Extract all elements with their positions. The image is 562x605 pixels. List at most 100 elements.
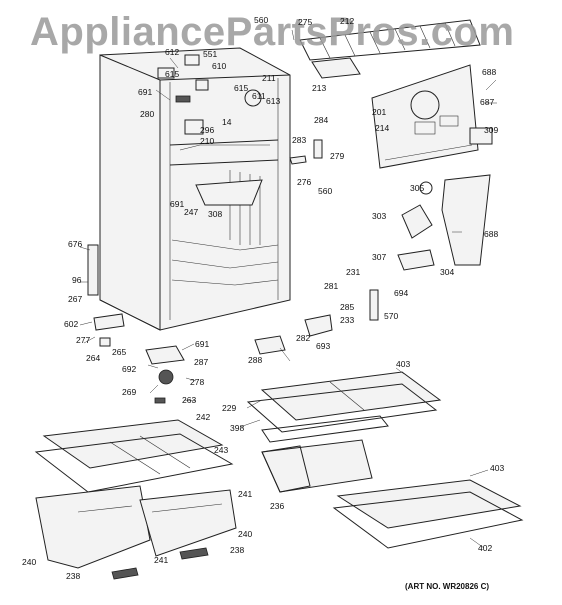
leader-line <box>246 399 263 409</box>
part-label-265: 265 <box>112 347 127 357</box>
part-label-308: 308 <box>208 209 223 219</box>
leader-line <box>185 377 197 382</box>
part-label-241: 241 <box>238 489 253 499</box>
rear-wall-panel <box>371 64 479 169</box>
part-label-231: 231 <box>346 267 361 277</box>
part-label-692: 692 <box>122 364 137 374</box>
leader-line <box>485 79 497 91</box>
part-label-303: 303 <box>372 211 387 221</box>
leader-line <box>79 321 93 326</box>
part-label-611: 611 <box>252 91 266 101</box>
part-label-694: 694 <box>394 288 409 298</box>
part-label-283: 283 <box>292 135 307 145</box>
part-label-288: 288 <box>248 355 263 365</box>
part-label-263: 263 <box>182 395 197 405</box>
art-number: (ART NO. WR20826 C) <box>405 582 490 591</box>
part-label-287: 287 <box>194 357 209 367</box>
part-label-279: 279 <box>330 151 345 161</box>
part-label-201: 201 <box>372 107 387 117</box>
part-label-243: 243 <box>214 445 229 455</box>
part-label-610: 610 <box>212 61 227 71</box>
leader-line <box>183 399 197 402</box>
part-label-213: 213 <box>312 83 327 93</box>
part-label-276: 276 <box>297 177 312 187</box>
part-label-688: 688 <box>484 229 499 239</box>
part-label-277: 277 <box>76 335 91 345</box>
part-label-307: 307 <box>372 252 387 262</box>
part-label-267: 267 <box>68 294 83 304</box>
leader-line <box>279 347 291 362</box>
part-label-14: 14 <box>222 117 232 127</box>
part-label-398: 398 <box>230 423 245 433</box>
crisper-drawers <box>35 485 237 580</box>
crisper-cover <box>34 419 234 493</box>
part-label-402: 402 <box>478 543 493 553</box>
part-label-212: 212 <box>340 16 355 26</box>
part-label-403: 403 <box>396 359 411 369</box>
part-label-687: 687 <box>480 97 495 107</box>
meat-pan-drawer <box>261 439 373 493</box>
part-label-238: 238 <box>230 545 245 555</box>
part-label-570: 570 <box>384 311 399 321</box>
leader-line <box>469 469 489 477</box>
part-label-269: 269 <box>122 387 137 397</box>
part-label-241: 241 <box>154 555 169 565</box>
part-label-615: 615 <box>234 83 249 93</box>
part-label-240: 240 <box>22 557 37 567</box>
part-label-282: 282 <box>296 333 311 343</box>
part-label-602: 602 <box>64 319 79 329</box>
part-label-615: 615 <box>165 69 180 79</box>
part-label-403: 403 <box>490 463 505 473</box>
part-label-305: 305 <box>410 183 425 193</box>
part-label-691: 691 <box>170 199 185 209</box>
part-label-229: 229 <box>222 403 237 413</box>
part-label-691: 691 <box>195 339 210 349</box>
leader-line <box>149 384 159 394</box>
part-label-278: 278 <box>190 377 205 387</box>
part-label-264: 264 <box>86 353 101 363</box>
leader-line <box>239 419 261 428</box>
part-label-233: 233 <box>340 315 355 325</box>
part-label-236: 236 <box>270 501 285 511</box>
part-label-285: 285 <box>340 302 355 312</box>
leader-line <box>395 367 405 375</box>
part-label-693: 693 <box>316 341 331 351</box>
part-label-676: 676 <box>68 239 83 249</box>
part-label-238: 238 <box>66 571 81 581</box>
air-duct-assembly <box>397 127 493 271</box>
part-label-691: 691 <box>138 87 153 97</box>
part-label-210: 210 <box>200 136 215 146</box>
part-label-551: 551 <box>203 49 218 59</box>
leader-line <box>169 57 179 69</box>
leader-line <box>79 246 91 251</box>
hinge-hardware <box>87 139 379 404</box>
watermark-logo: AppliancePartsPros.com <box>30 10 515 54</box>
part-label-560: 560 <box>254 15 269 25</box>
part-label-280: 280 <box>140 109 155 119</box>
part-label-613: 613 <box>266 96 281 106</box>
part-label-214: 214 <box>375 123 390 133</box>
part-label-211: 211 <box>262 73 276 83</box>
freezer-wire-shelf <box>299 19 481 61</box>
part-label-612: 612 <box>165 47 180 57</box>
part-label-96: 96 <box>72 275 82 285</box>
part-label-281: 281 <box>324 281 339 291</box>
leader-line <box>181 343 195 351</box>
control-assembly <box>157 54 262 135</box>
part-label-275: 275 <box>298 17 313 27</box>
leader-line <box>469 537 485 549</box>
leader-line <box>155 89 171 101</box>
refrigerator-case <box>99 47 291 331</box>
leader-lines <box>79 29 497 549</box>
ice-tray <box>311 57 361 79</box>
part-label-247: 247 <box>184 207 199 217</box>
part-label-309: 309 <box>484 125 499 135</box>
part-label-688: 688 <box>482 67 497 77</box>
part-label-240: 240 <box>238 529 253 539</box>
leader-line <box>147 364 159 369</box>
leader-line <box>83 336 96 344</box>
leader-line <box>291 29 295 41</box>
part-label-284: 284 <box>314 115 329 125</box>
